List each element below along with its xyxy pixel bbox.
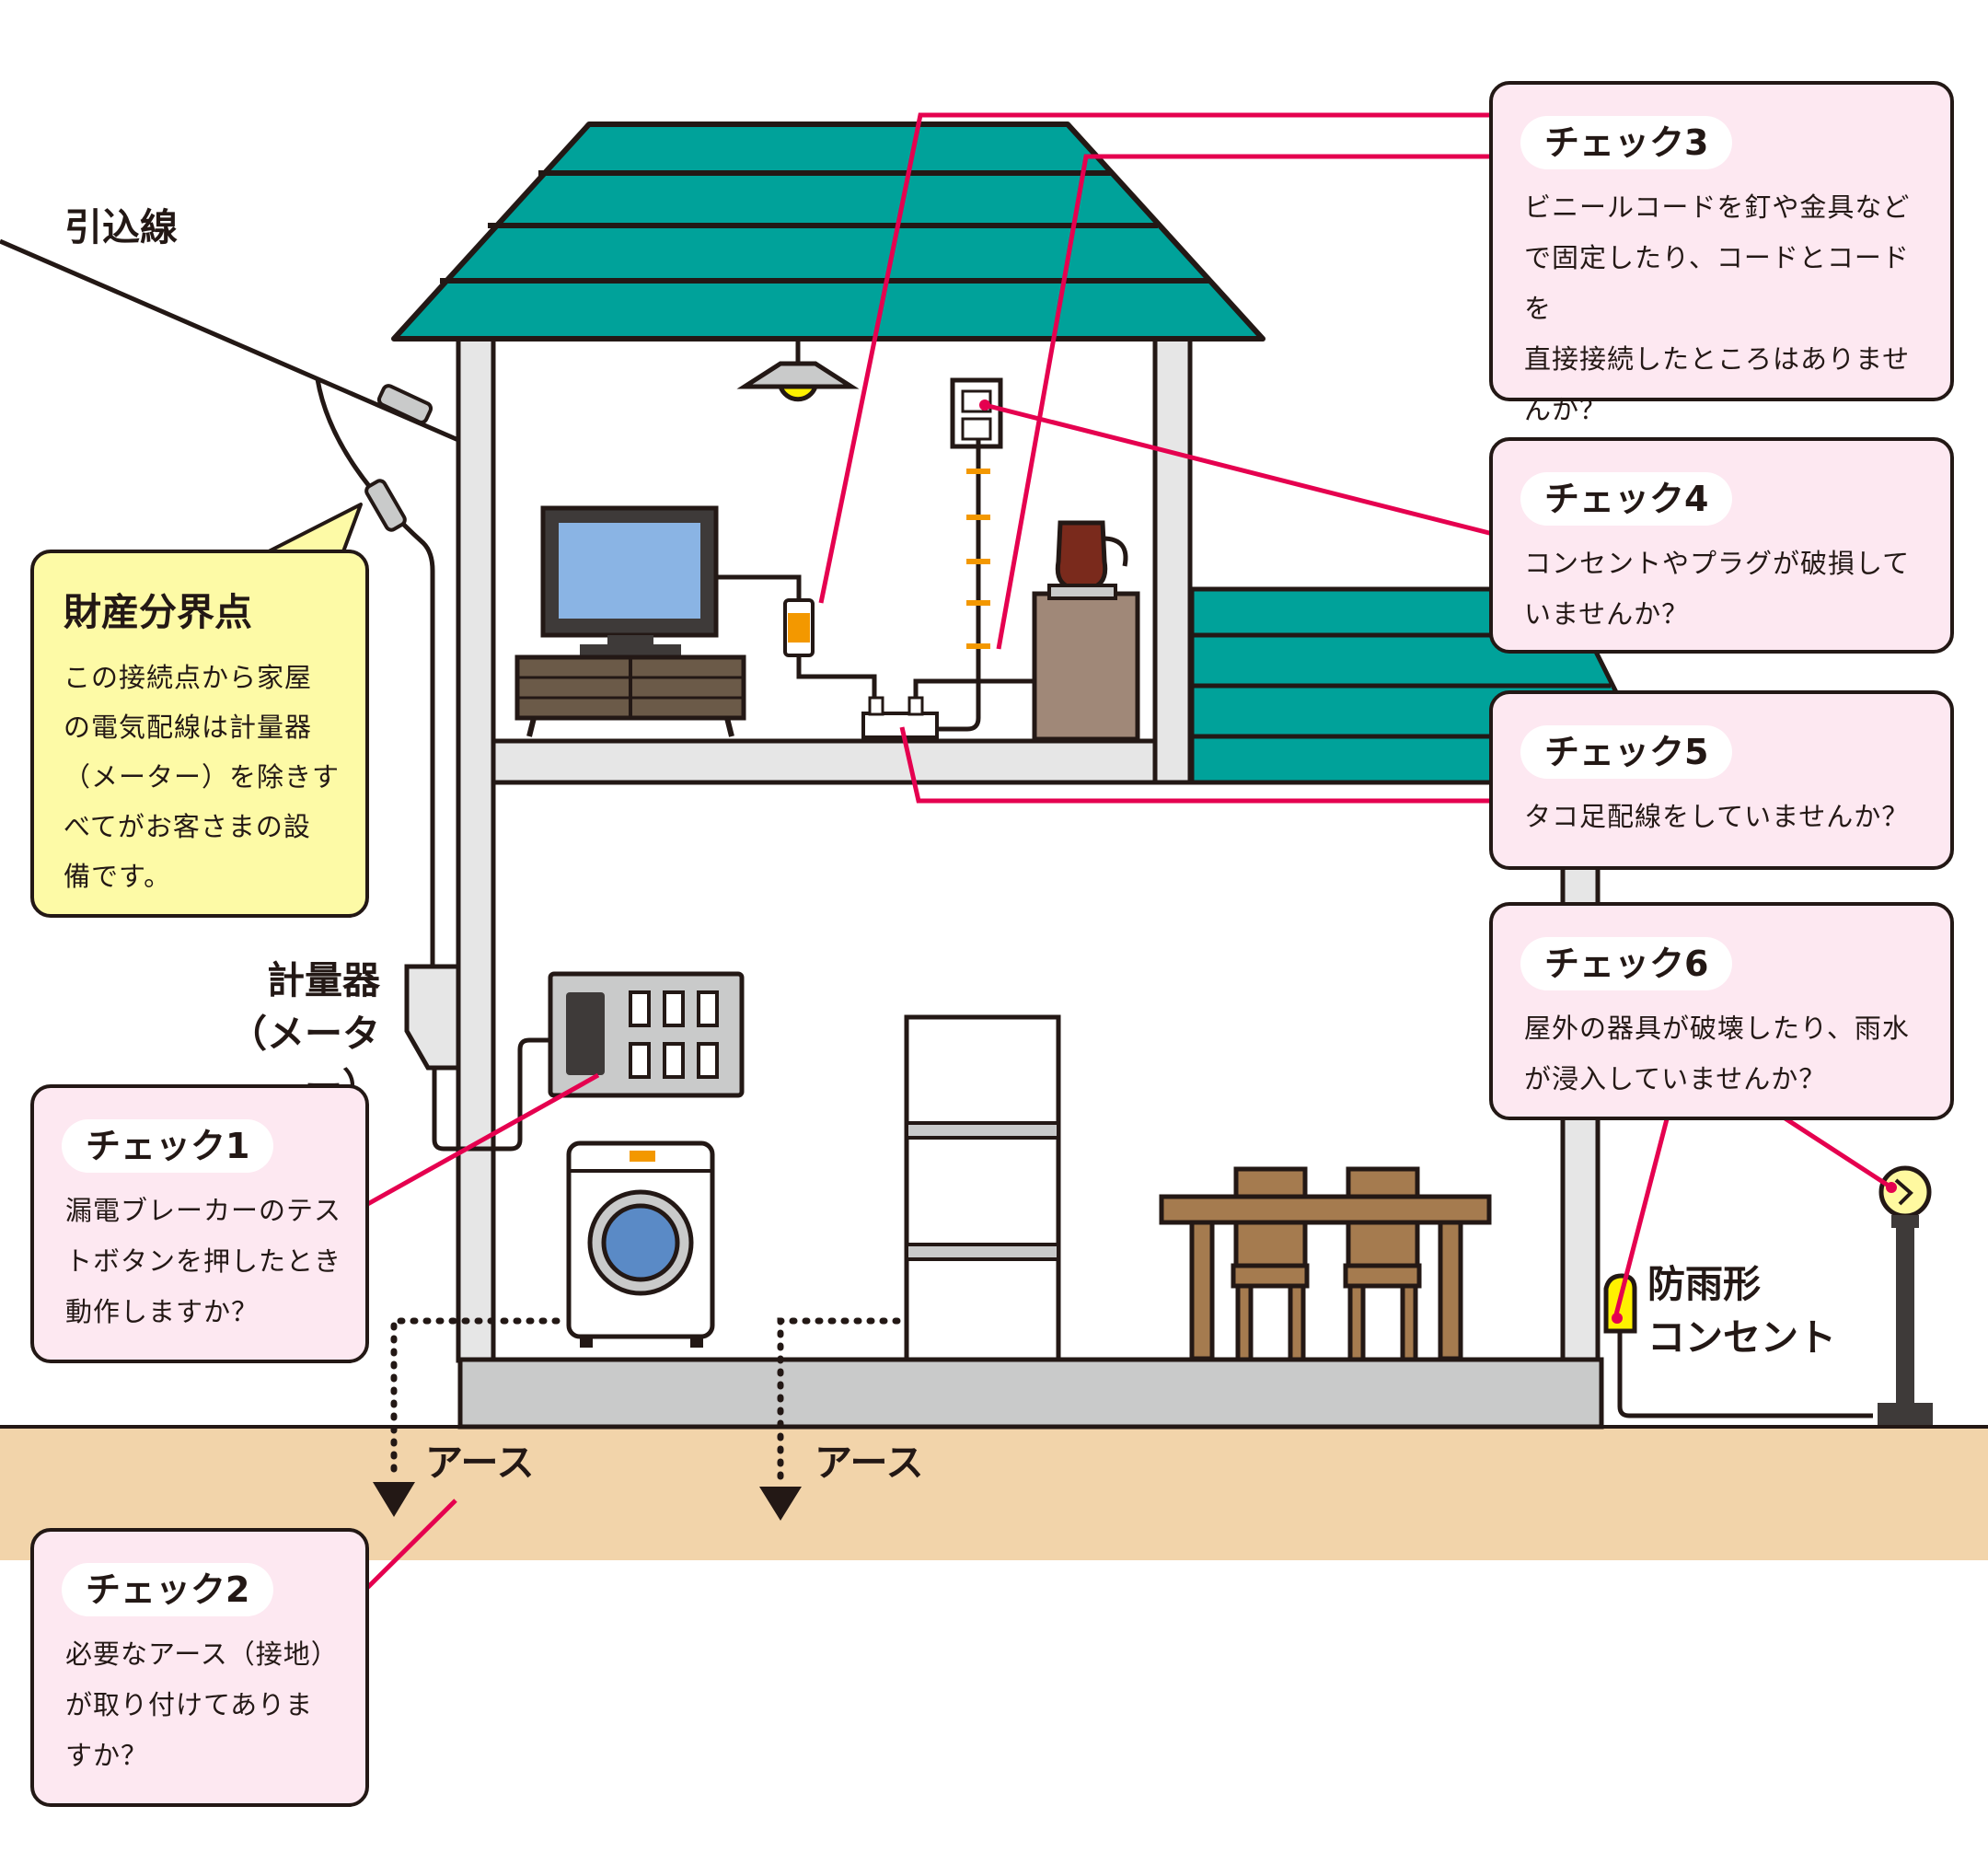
service-drop-label: 引込線: [64, 205, 178, 249]
check-text: 漏電ブレーカーのテス トボタンを押したとき 動作しますか？: [65, 1195, 342, 1327]
leader-dot: [979, 399, 990, 411]
ceiling-lamp: [736, 339, 860, 402]
check-label: チェック3: [1520, 116, 1733, 169]
refrigerator: [904, 1014, 1061, 1362]
check-label: チェック2: [62, 1563, 274, 1616]
check-label: チェック4: [1520, 472, 1733, 526]
bubble-tail: [266, 503, 363, 555]
dining-set: [1159, 1166, 1492, 1362]
check-text: タコ足配線をしていませんか？: [1524, 801, 1910, 832]
coffee-maker: [1032, 520, 1140, 742]
check-card-6: チェック6 屋外の器具が破壊したり、雨水 が浸入していませんか？: [1489, 902, 1954, 1120]
service-drop-cable: [0, 238, 459, 967]
check-label: チェック6: [1520, 937, 1733, 990]
wall-outlet: [950, 377, 1003, 449]
check-card-3: チェック3 ビニールコードを釘や金具など で固定したり、コードとコードを 直接接…: [1489, 81, 1954, 425]
property-boundary-text: この接続点から家屋 の電気配線は計量器 （メーター）を除きす べてがお客さまの設…: [64, 662, 341, 892]
earth-arrow: [759, 1487, 802, 1521]
check-label: チェック5: [1520, 725, 1733, 779]
foundation: [457, 1357, 1604, 1430]
leader-dot: [1886, 1182, 1897, 1193]
property-boundary-title: 財産分界点: [64, 590, 252, 634]
check-card-4: チェック4 コンセントやプラグが破損して いませんか？: [1489, 437, 1954, 654]
earth-label-1: アース: [425, 1441, 535, 1485]
check-text: 屋外の器具が破壊したり、雨水 が浸入していませんか？: [1524, 1013, 1910, 1094]
check-label: チェック1: [62, 1119, 274, 1173]
meter-device: [404, 964, 550, 1152]
check-text: コンセントやプラグが破損して いませんか？: [1524, 548, 1911, 630]
power-strip: [861, 696, 939, 739]
main-roof: [391, 122, 1266, 342]
check-text: 必要なアース（接地） が取り付けてありま すか？: [65, 1638, 339, 1771]
cord-nails: [966, 469, 990, 649]
rainproof-outlet-label: 防雨形 コンセント: [1647, 1262, 1836, 1360]
leader-lines: [363, 112, 1893, 1592]
property-boundary-bubble: 財産分界点 この接続点から家屋 の電気配線は計量器 （メーター）を除きす べてが…: [30, 550, 369, 918]
breaker-panel: [548, 971, 745, 1098]
earth-label-2: アース: [815, 1441, 924, 1485]
cord-joint: [783, 598, 815, 657]
garden-lamp: [1878, 1165, 1933, 1425]
check-text: ビニールコードを釘や金具など で固定したり、コードとコードを 直接接続したところ…: [1524, 191, 1911, 425]
check-card-1: チェック1 漏電ブレーカーのテス トボタンを押したとき 動作しますか？: [30, 1084, 369, 1363]
earth-arrow: [373, 1482, 415, 1517]
check-card-2: チェック2 必要なアース（接地） が取り付けてありま すか？: [30, 1528, 369, 1807]
tv-set: [514, 505, 746, 737]
earth-wires: [390, 1317, 901, 1486]
washing-machine: [566, 1140, 715, 1348]
cords: [716, 439, 1040, 732]
check-card-5: チェック5 タコ足配線をしていませんか？: [1489, 690, 1954, 870]
leader-dot: [1612, 1313, 1623, 1324]
